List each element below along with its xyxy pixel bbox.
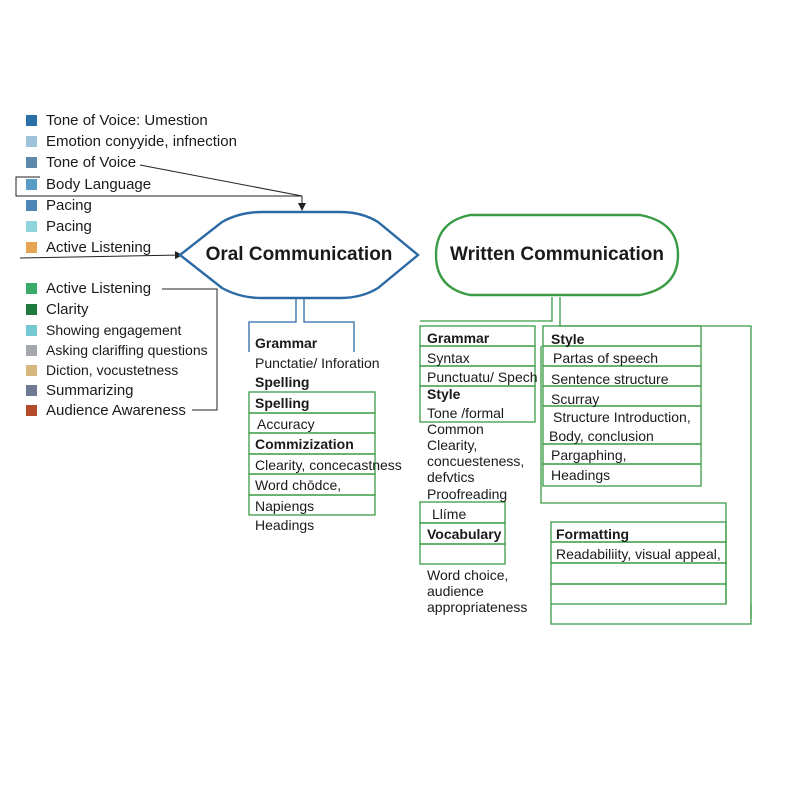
legend-label: Active Listening [46,279,152,297]
written-defvtics: defvtics [427,469,475,485]
legend-swatch [26,344,37,356]
written-vocabulary: Vocabulary [427,526,502,542]
tone-arrow [139,164,303,197]
legend-item: Tone of Voice: Umestion [26,110,208,130]
legend-item: Body Language [26,174,151,194]
legend-swatch [26,199,37,211]
written-structure: Structure Introduction, [553,409,691,425]
legend-swatch [26,135,37,147]
oral-headings: Headings [255,517,315,533]
written-headings: Headings [551,467,611,483]
legend-label: Clarity [46,300,89,318]
legend-swatch [26,156,37,168]
oral-word-choice: Word chōdce, [255,477,342,493]
legend-item: Asking clariffing questions [26,340,208,360]
legend-label: Diction, vocustetness [46,362,179,378]
legend-swatch [26,220,37,232]
oral-spelling: Spelling [255,395,310,411]
legend-label: Pacing [46,196,92,214]
oral-communication-hub: Oral Communication [180,212,418,298]
legend-item: Active Listening [26,237,151,257]
written-proofreading: Proofreading [427,486,508,502]
legend-label: Body Language [46,175,152,193]
written-tone: Tone /formal [427,405,505,421]
written-parts-of-speech: Partas of speech [553,350,659,366]
written-formatting: Formatting [556,526,630,542]
legend-swatch [26,364,37,376]
legend-swatch [26,178,37,190]
oral-clearity: Clearity, concecastness [255,457,402,473]
written-clearity: Clearity, [427,437,478,453]
lower-bracket [162,288,218,411]
written-grammar: Grammar [427,330,490,346]
written-readability: Readabiliity, visual appeal, [556,546,721,562]
legend-item: Showing engagement [26,320,181,340]
written-sentence-structure: Sentence structure [551,371,669,387]
written-audience: audience [427,583,484,599]
legend-item: Diction, vocustetness [26,360,178,380]
written-body-conclusion: Body, conclusion [549,428,654,444]
written-scurray: Scurray [551,391,600,407]
legend-item: Pacing [26,195,92,215]
legend-item: Clarity [26,299,89,319]
legend-item: Pacing [26,216,92,236]
legend-swatch [26,282,37,294]
written-style-right: Style [551,331,585,347]
legend-item: Audience Awareness [26,400,186,420]
written-common: Common [427,421,484,437]
body-language-bracket [15,176,302,197]
oral-accuracy: Accuracy [257,416,315,432]
written-word-choice: Word choice, [427,567,509,583]
written-concueteness: concuesteness, [427,453,525,469]
legend-swatch [26,303,37,315]
legend-item: Active Listening [26,278,151,298]
written-communication-hub: Written Communication [436,215,678,295]
legend-label: Tone of Voice: Umestion [46,111,208,129]
written-syntax: Syntax [427,350,470,366]
written-llime: Llíme [432,506,467,522]
written-pargaphing: Pargaphing, [551,447,627,463]
oral-grammar: Grammar [255,335,318,351]
legend-item: Emotion conyyide, infnection [26,131,237,151]
oral-punctuation: Punctatie/ Inforation [255,355,380,371]
legend-swatch [26,114,37,126]
oral-napiengs: Napiengs [255,498,315,514]
legend-swatch [26,241,37,253]
oral-spelling-heading: Spelling [255,374,310,390]
written-hub-shape [434,213,680,297]
oral-hub-label: Oral Communication [205,244,393,265]
legend-label: Summarizing [46,381,134,399]
legend-item: Tone of Voice [26,152,136,172]
legend-label: Pacing [46,217,92,235]
legend-item: Summarizing [26,380,134,400]
legend-label: Active Listening [46,238,152,256]
written-hub-label: Written Communication [450,244,664,265]
oral-hub-shape [178,210,420,300]
legend-label: Audience Awareness [46,401,186,419]
legend-label: Showing engagement [46,322,182,338]
written-appropriateness: appropriateness [427,599,528,615]
oral-commization: Commizization [255,436,354,452]
written-punctuation: Punctuatu/ Spech [427,369,538,385]
legend-swatch [26,324,37,336]
legend-label: Tone of Voice [46,153,137,171]
legend-label: Emotion conyyide, infnection [46,132,237,150]
legend-swatch [26,384,37,396]
active-listening-arrow [19,251,183,260]
legend-swatch [26,404,37,416]
written-style-left: Style [427,386,461,402]
legend-label: Asking clariffing questions [46,342,208,358]
